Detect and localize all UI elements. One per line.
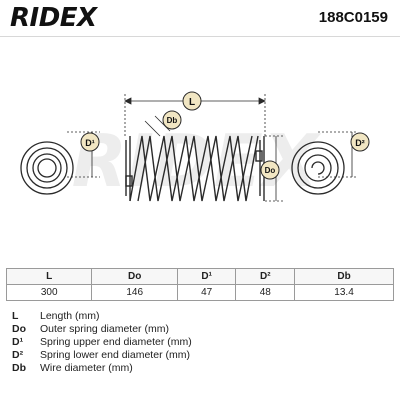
brand-logo: RIDEX xyxy=(10,3,97,33)
legend-desc: Outer spring diameter (mm) xyxy=(40,323,169,335)
legend-key: D² xyxy=(12,349,24,361)
legend-item: D¹ Spring upper end diameter (mm) xyxy=(12,336,392,349)
label-l: L xyxy=(189,97,195,108)
header-d2: D² xyxy=(235,268,296,285)
legend: L Length (mm) Do Outer spring diameter (… xyxy=(12,310,392,375)
spec-table-value-row: 300 146 47 48 13.4 xyxy=(5,284,394,301)
header-d1: D¹ xyxy=(176,268,237,285)
legend-key: Db xyxy=(12,362,26,374)
value-l: 300 xyxy=(5,284,93,301)
value-db: 13.4 xyxy=(294,284,394,301)
wire-diameter-dimension xyxy=(144,115,171,137)
legend-desc: Length (mm) xyxy=(40,310,100,322)
header-db: Db xyxy=(294,268,394,285)
label-d1: D¹ xyxy=(85,138,95,148)
value-d2: 48 xyxy=(235,284,296,301)
spec-table: L Do D¹ D² Db 300 146 47 48 13.4 xyxy=(5,268,394,301)
badge-l: L xyxy=(182,91,202,111)
legend-item: Do Outer spring diameter (mm) xyxy=(12,323,392,336)
spec-table-header-row: L Do D¹ D² Db xyxy=(5,268,394,285)
legend-key: D¹ xyxy=(12,336,24,348)
legend-desc: Spring upper end diameter (mm) xyxy=(40,336,192,348)
legend-item: L Length (mm) xyxy=(12,310,392,323)
part-number: 188C0159 xyxy=(318,9,388,26)
badge-d2: D² xyxy=(350,132,370,152)
value-d1: 47 xyxy=(176,284,237,301)
legend-desc: Wire diameter (mm) xyxy=(40,362,133,374)
legend-key: L xyxy=(12,310,19,322)
value-do: 146 xyxy=(91,284,178,301)
header-bar: RIDEX 188C0159 xyxy=(0,0,400,37)
header-do: Do xyxy=(91,268,178,285)
spring-diagram: RIDEX D¹ D² xyxy=(20,91,370,203)
label-db: Db xyxy=(167,116,178,125)
label-do: Do xyxy=(265,166,276,175)
legend-key: Do xyxy=(12,323,26,335)
legend-desc: Spring lower end diameter (mm) xyxy=(40,349,190,361)
badge-do: Do xyxy=(260,160,280,180)
header-l: L xyxy=(5,268,93,285)
badge-db: Db xyxy=(162,110,182,130)
legend-item: D² Spring lower end diameter (mm) xyxy=(12,349,392,362)
label-d2: D² xyxy=(355,138,365,148)
legend-item: Db Wire diameter (mm) xyxy=(12,362,392,375)
badge-d1: D¹ xyxy=(80,132,100,152)
